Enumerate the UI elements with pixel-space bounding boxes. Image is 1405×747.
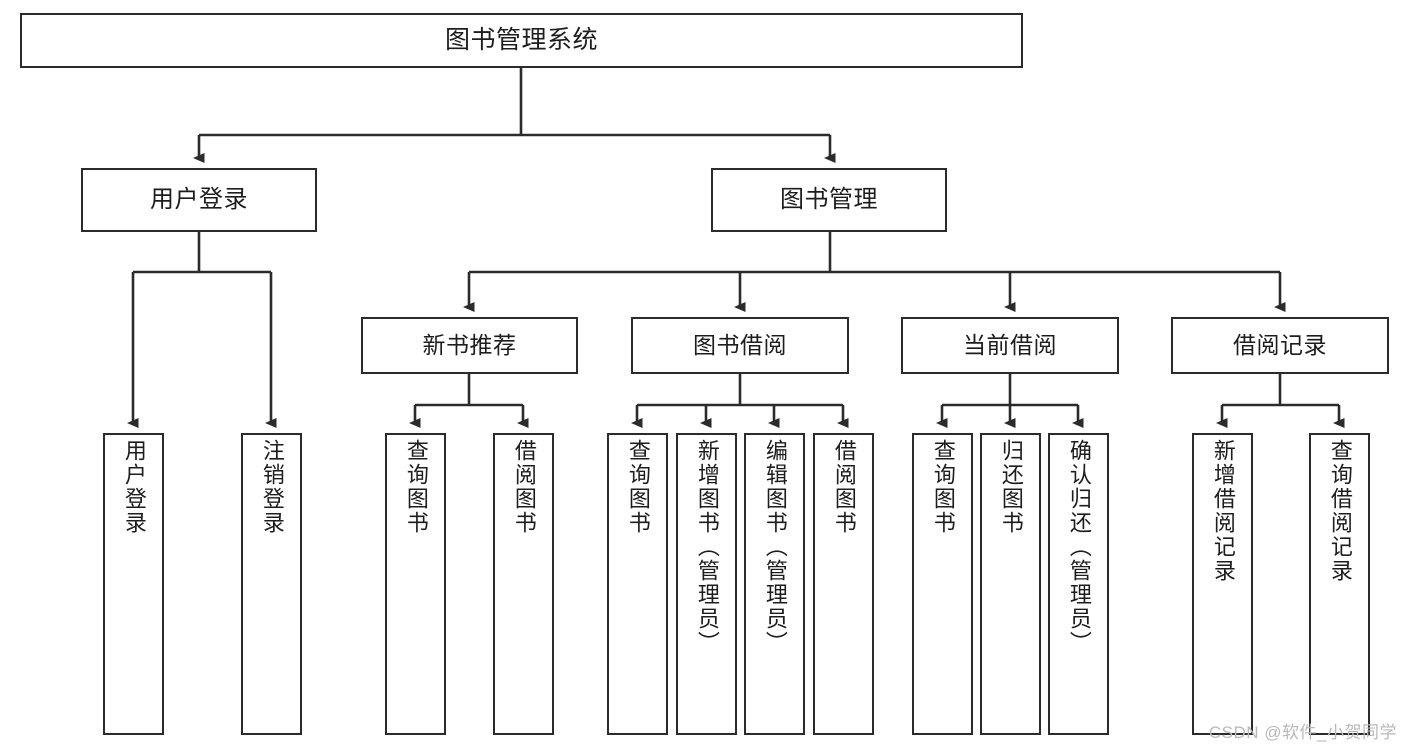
node-label: 归还图书 xyxy=(998,439,1024,535)
node-leaf-edit-book[interactable]: 编辑图书（管理员） xyxy=(744,433,805,735)
node-user-login[interactable]: 用户登录 xyxy=(81,168,317,232)
node-leaf-query-book-1[interactable]: 查询图书 xyxy=(385,433,446,735)
node-leaf-add-record[interactable]: 新增借阅记录 xyxy=(1192,433,1253,735)
node-label: 图书管理 xyxy=(780,186,878,214)
node-leaf-query-record[interactable]: 查询借阅记录 xyxy=(1309,433,1370,735)
node-leaf-query-book-2[interactable]: 查询图书 xyxy=(607,433,668,735)
node-label: 确认归还（管理员） xyxy=(1066,439,1092,655)
node-book-borrow[interactable]: 图书借阅 xyxy=(631,317,849,374)
node-label: 注销登录 xyxy=(259,439,285,535)
node-borrow-record[interactable]: 借阅记录 xyxy=(1171,317,1389,374)
node-leaf-add-book[interactable]: 新增图书（管理员） xyxy=(676,433,737,735)
node-current-borrow[interactable]: 当前借阅 xyxy=(901,317,1119,374)
node-label: 新增图书（管理员） xyxy=(694,439,720,655)
node-leaf-borrow-book-2[interactable]: 借阅图书 xyxy=(813,433,874,735)
node-label: 查询图书 xyxy=(625,439,651,535)
node-leaf-user-logout[interactable]: 注销登录 xyxy=(241,433,302,735)
node-book-management-system[interactable]: 图书管理系统 xyxy=(20,13,1023,68)
node-label: 图书管理系统 xyxy=(444,26,598,55)
node-label: 用户登录 xyxy=(121,439,147,535)
node-label: 新书推荐 xyxy=(422,332,517,359)
node-leaf-confirm-return[interactable]: 确认归还（管理员） xyxy=(1048,433,1109,735)
node-label: 借阅图书 xyxy=(511,439,537,535)
watermark: CSDN @软件_小贺同学 xyxy=(1208,723,1397,742)
node-label: 用户登录 xyxy=(150,186,248,214)
node-book-management[interactable]: 图书管理 xyxy=(711,168,947,232)
node-new-book-recommend[interactable]: 新书推荐 xyxy=(361,317,578,374)
node-label: 查询图书 xyxy=(403,439,429,535)
node-label: 图书借阅 xyxy=(693,332,787,359)
node-label: 编辑图书（管理员） xyxy=(762,439,788,655)
node-label: 借阅记录 xyxy=(1233,332,1327,359)
node-label: 新增借阅记录 xyxy=(1210,439,1236,583)
node-leaf-borrow-book-1[interactable]: 借阅图书 xyxy=(493,433,554,735)
node-leaf-query-book-3[interactable]: 查询图书 xyxy=(912,433,973,735)
node-label: 借阅图书 xyxy=(831,439,857,535)
node-label: 查询图书 xyxy=(930,439,956,535)
node-leaf-return-book[interactable]: 归还图书 xyxy=(980,433,1041,735)
node-label: 当前借阅 xyxy=(963,332,1057,359)
node-leaf-user-login[interactable]: 用户登录 xyxy=(103,433,164,735)
node-label: 查询借阅记录 xyxy=(1327,439,1353,583)
